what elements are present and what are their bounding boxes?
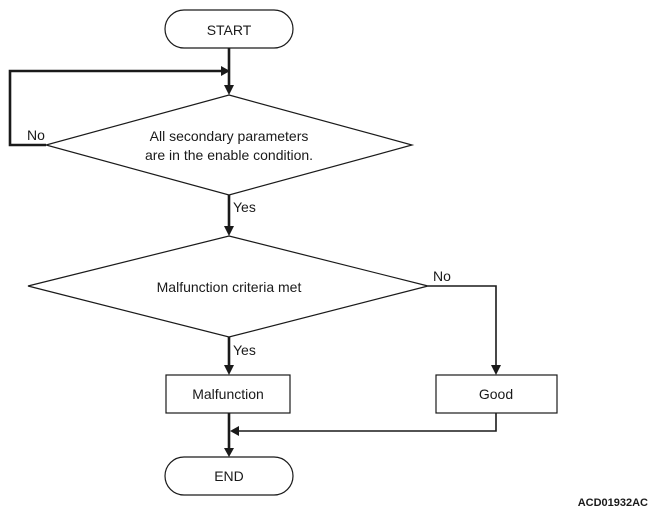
malfunction-box (165, 374, 291, 414)
enable-no-label: No (27, 127, 45, 143)
good-box (435, 374, 558, 414)
end-label: END (214, 468, 244, 484)
arrowhead-end (224, 448, 234, 457)
arrowhead-malfunction (224, 365, 234, 375)
arrowhead-enable-loop (221, 66, 230, 76)
connector-good-to-merge (238, 413, 497, 432)
arrowhead-enable-check (224, 85, 234, 95)
end-terminal (164, 456, 294, 496)
enable-condition-text-line1: All secondary parameters (150, 128, 309, 144)
enable-yes-label: Yes (233, 199, 256, 215)
criteria-no-label: No (433, 268, 451, 284)
connector-enable-no-loop (8, 69, 222, 147)
arrowhead-good (491, 365, 501, 375)
enable-condition-text-line2: are in the enable condition. (145, 147, 313, 163)
start-label: START (207, 22, 252, 38)
connector-criteria-no (428, 285, 497, 366)
enable-condition-decision (43, 94, 415, 196)
malfunction-label: Malfunction (192, 386, 264, 402)
arrowhead-merge (230, 426, 239, 436)
criteria-yes-label: Yes (233, 342, 256, 358)
malfunction-criteria-text: Malfunction criteria met (157, 279, 302, 295)
arrowhead-criteria-check (224, 226, 234, 236)
reference-code: ACD01932AC (578, 497, 648, 509)
good-label: Good (479, 386, 513, 402)
